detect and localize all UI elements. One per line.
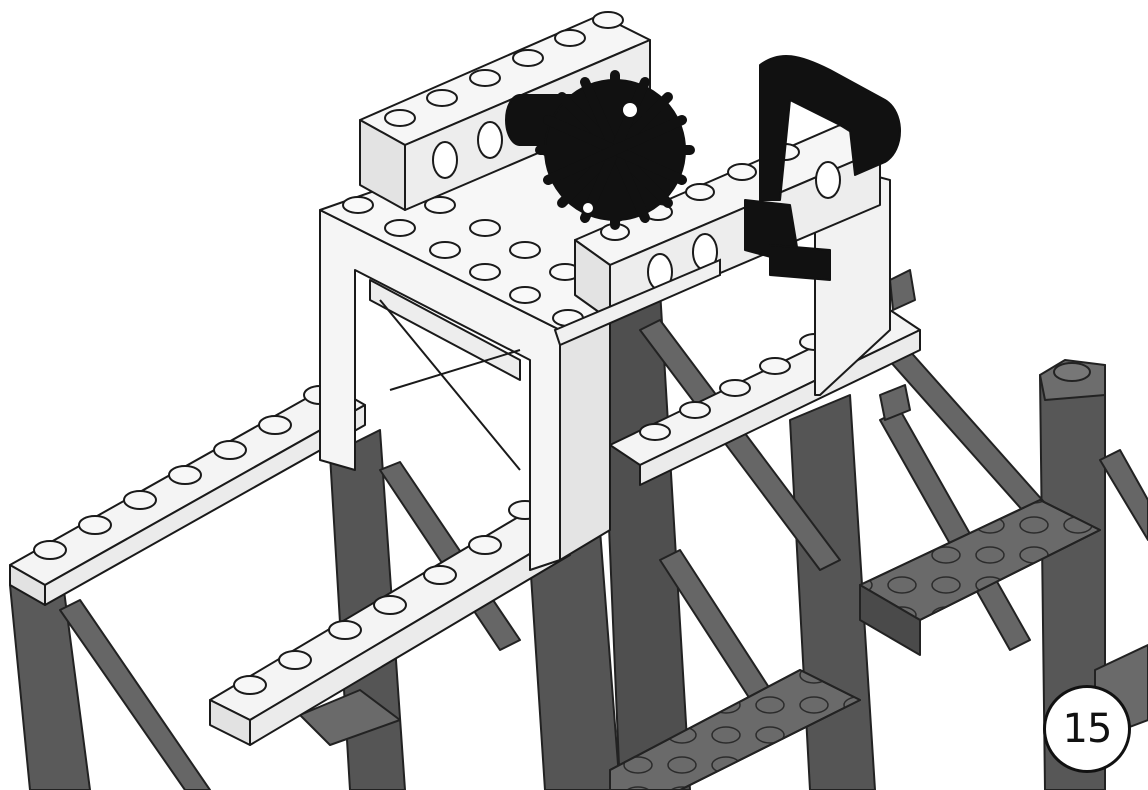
- white-long-brick-left: [10, 385, 365, 605]
- step-number-badge: 15: [1043, 685, 1131, 773]
- step-number: 15: [1063, 706, 1112, 752]
